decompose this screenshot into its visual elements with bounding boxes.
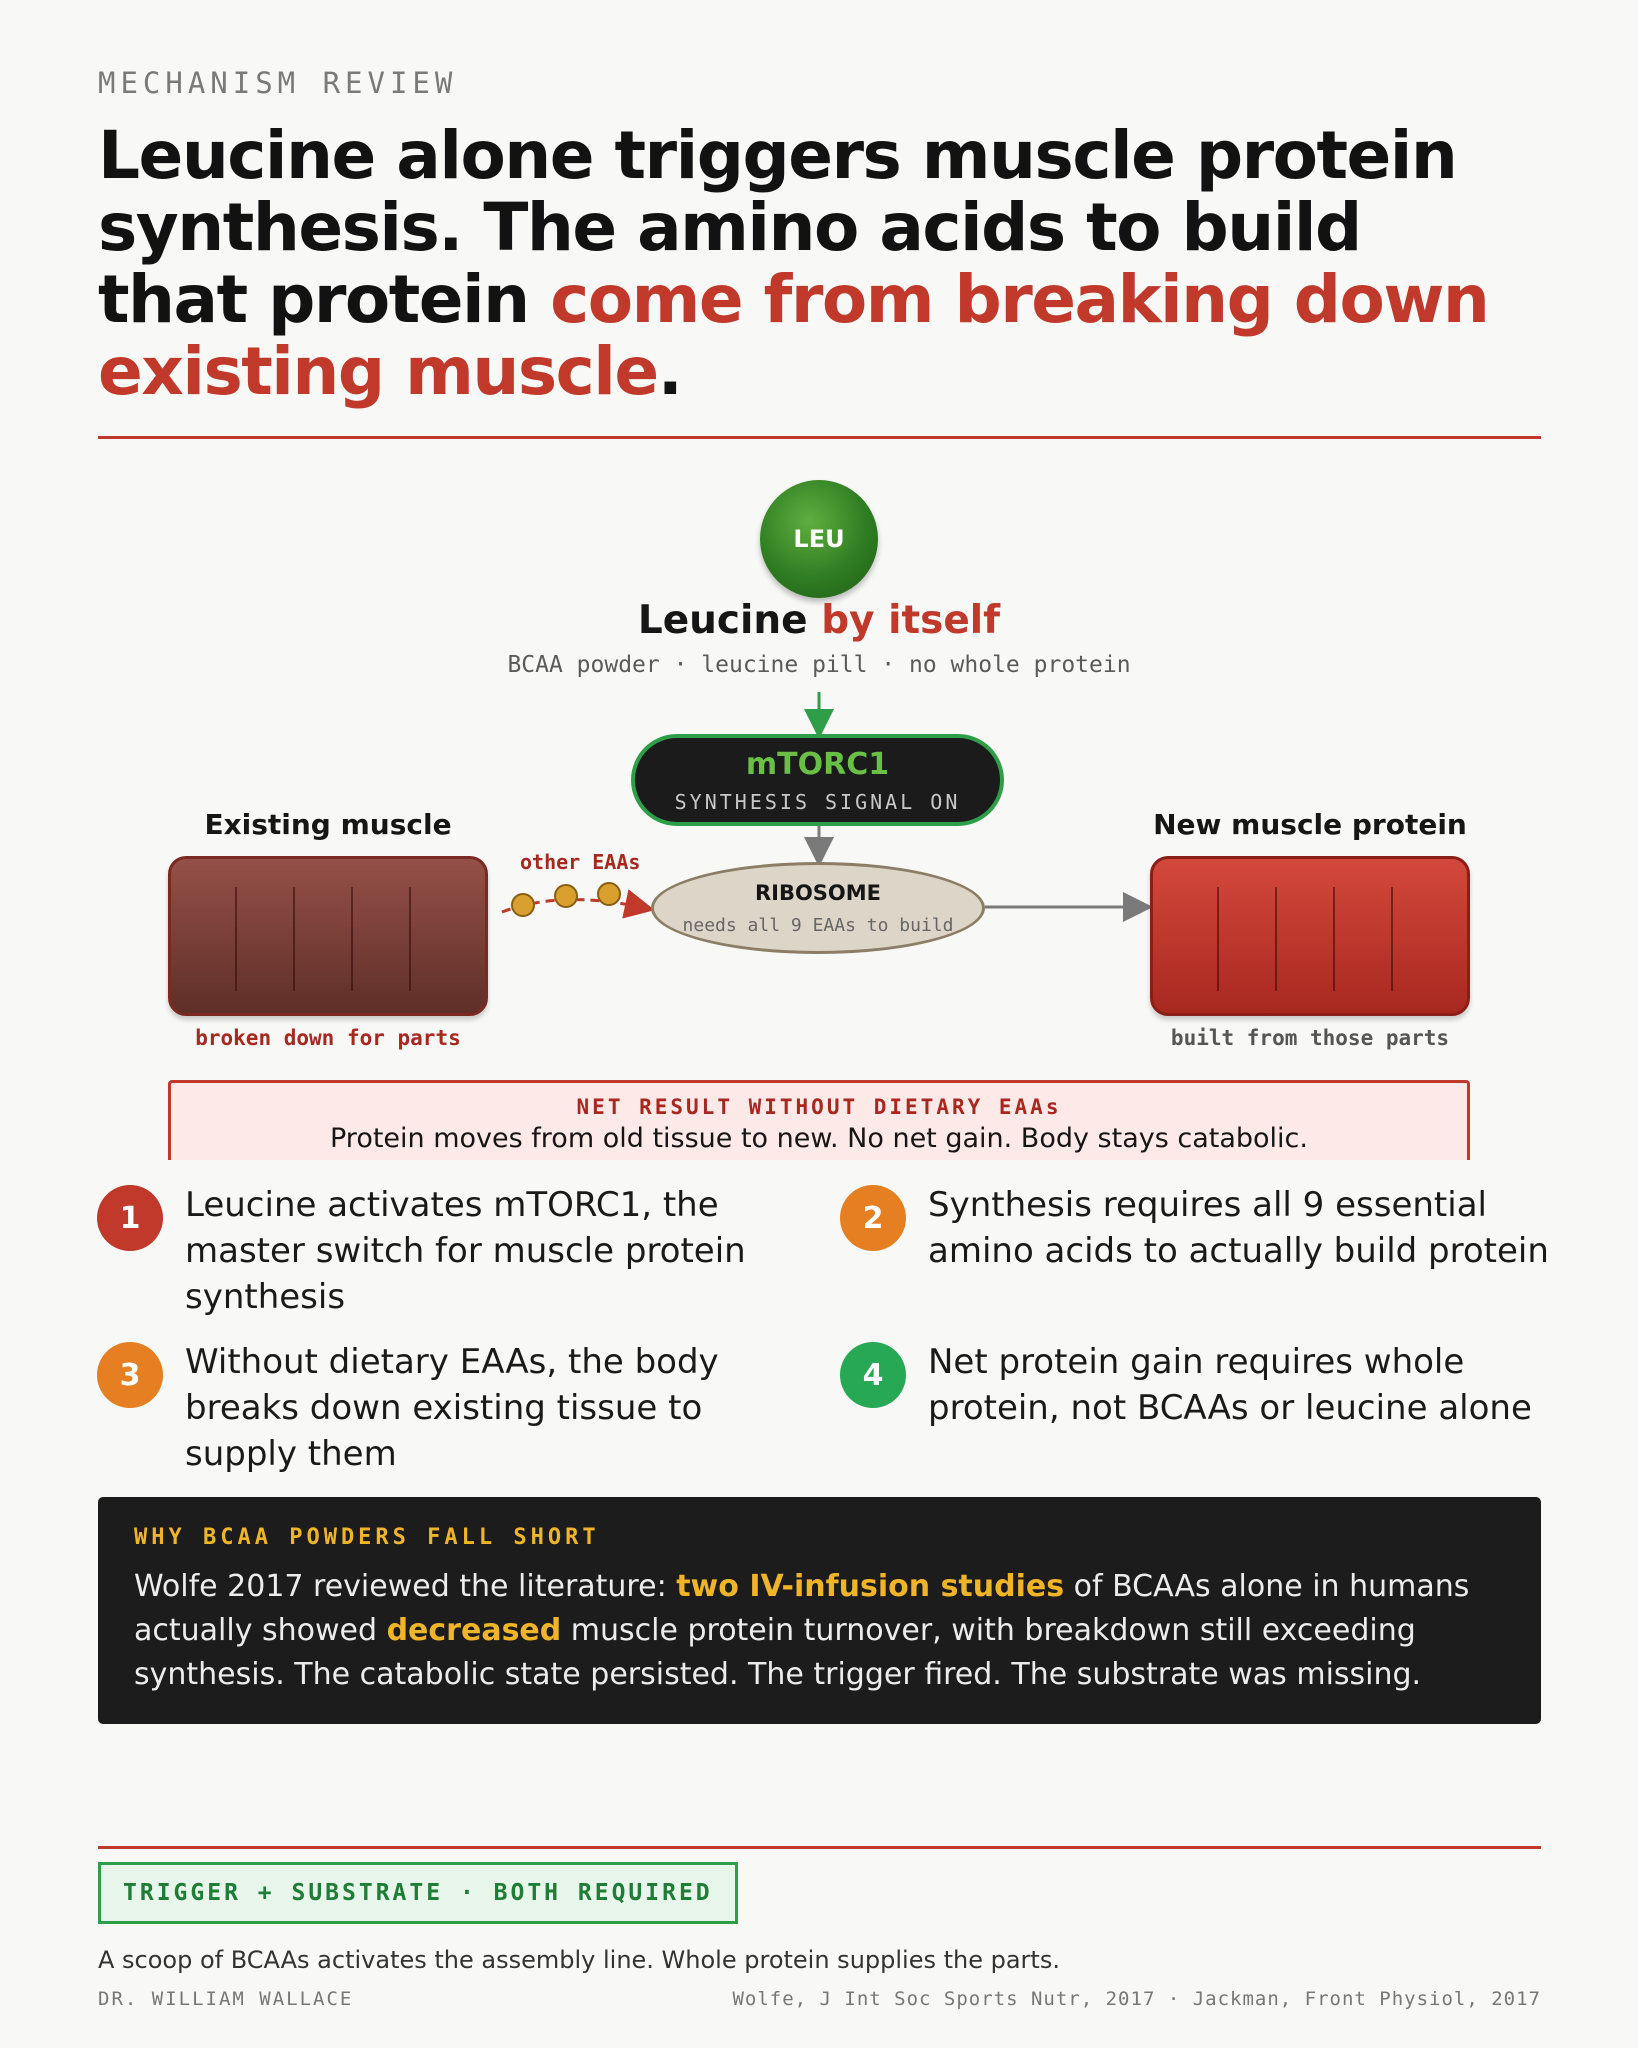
muscle-fiber	[1333, 887, 1335, 991]
source-citations: Wolfe, J Int Soc Sports Nutr, 2017 · Jac…	[732, 1988, 1541, 2010]
divider-top	[98, 436, 1541, 439]
eyebrow: MECHANISM REVIEW	[98, 66, 458, 100]
eaa-particle	[554, 884, 578, 908]
eaa-particle	[511, 893, 535, 917]
mtorc1-name: mTORC1	[745, 747, 890, 782]
divider-bottom	[98, 1846, 1541, 1849]
leucine-title: Leucine by itself	[637, 598, 1001, 643]
net-result-box: NET RESULT WITHOUT DIETARY EAAs Protein …	[168, 1080, 1470, 1160]
summary-text: A scoop of BCAAs activates the assembly …	[98, 1946, 1060, 1974]
bcaa-callout: WHY BCAA POWDERS FALL SHORT Wolfe 2017 r…	[98, 1497, 1541, 1724]
callout-highlight: decreased	[386, 1613, 562, 1648]
callout-body: Wolfe 2017 reviewed the literature: two …	[134, 1569, 1470, 1692]
other-eaas-label: other EAAs	[520, 850, 641, 874]
leucine-title-highlight: by itself	[821, 598, 1001, 643]
point-4-badge: 4	[840, 1342, 906, 1408]
headline-highlight: come from breaking down existing muscle	[98, 261, 1490, 410]
point-2-text: Synthesis requires all 9 essential amino…	[928, 1185, 1549, 1271]
mtorc1-status: SYNTHESIS SIGNAL ON	[674, 790, 961, 814]
ribosome-name: RIBOSOME	[754, 881, 882, 905]
point-3-text: Without dietary EAAs, the body breaks do…	[185, 1342, 719, 1474]
ribosome-note: needs all 9 EAAs to build	[682, 915, 954, 936]
point-2-badge: 2	[840, 1185, 906, 1251]
author-credit: DR. WILLIAM WALLACE	[98, 1988, 354, 2010]
muscle-fiber	[1391, 887, 1393, 991]
point-3-badge: 3	[97, 1342, 163, 1408]
mtorc1-node: mTORC1 SYNTHESIS SIGNAL ON	[631, 734, 1004, 826]
callout-highlight: two IV-infusion studies	[676, 1569, 1065, 1604]
point-1-text: Leucine activates mTORC1, the master swi…	[185, 1185, 746, 1317]
existing-muscle-label: Existing muscle	[204, 808, 452, 841]
point-4-text: Net protein gain requires whole protein,…	[928, 1342, 1532, 1428]
leucine-subtitle: BCAA powder · leucine pill · no whole pr…	[507, 652, 1131, 678]
new-muscle-label: New muscle protein	[1153, 808, 1467, 841]
muscle-fiber	[351, 887, 353, 991]
ribosome-node: RIBOSOME needs all 9 EAAs to build	[651, 862, 985, 954]
headline: Leucine alone triggers muscle protein sy…	[98, 117, 1490, 410]
leucine-badge-label: LEU	[793, 525, 845, 553]
muscle-fiber	[1275, 887, 1277, 991]
eaa-particle	[597, 882, 621, 906]
new-muscle-caption: built from those parts	[1170, 1026, 1450, 1050]
net-result-label: NET RESULT WITHOUT DIETARY EAAs	[576, 1095, 1062, 1119]
existing-muscle-block	[168, 856, 488, 1016]
diagram-connectors	[501, 692, 1153, 922]
callout-label: WHY BCAA POWDERS FALL SHORT	[134, 1525, 600, 1550]
point-1-badge: 1	[97, 1185, 163, 1251]
muscle-fiber	[409, 887, 411, 991]
muscle-fiber	[1217, 887, 1219, 991]
new-muscle-block	[1150, 856, 1470, 1016]
leucine-molecule: LEU	[760, 480, 878, 598]
net-result-text: Protein moves from old tissue to new. No…	[330, 1123, 1308, 1154]
muscle-fiber	[293, 887, 295, 991]
muscle-fiber	[235, 887, 237, 991]
summary-tag: TRIGGER + SUBSTRATE · BOTH REQUIRED	[98, 1862, 738, 1924]
existing-muscle-caption: broken down for parts	[195, 1026, 461, 1050]
